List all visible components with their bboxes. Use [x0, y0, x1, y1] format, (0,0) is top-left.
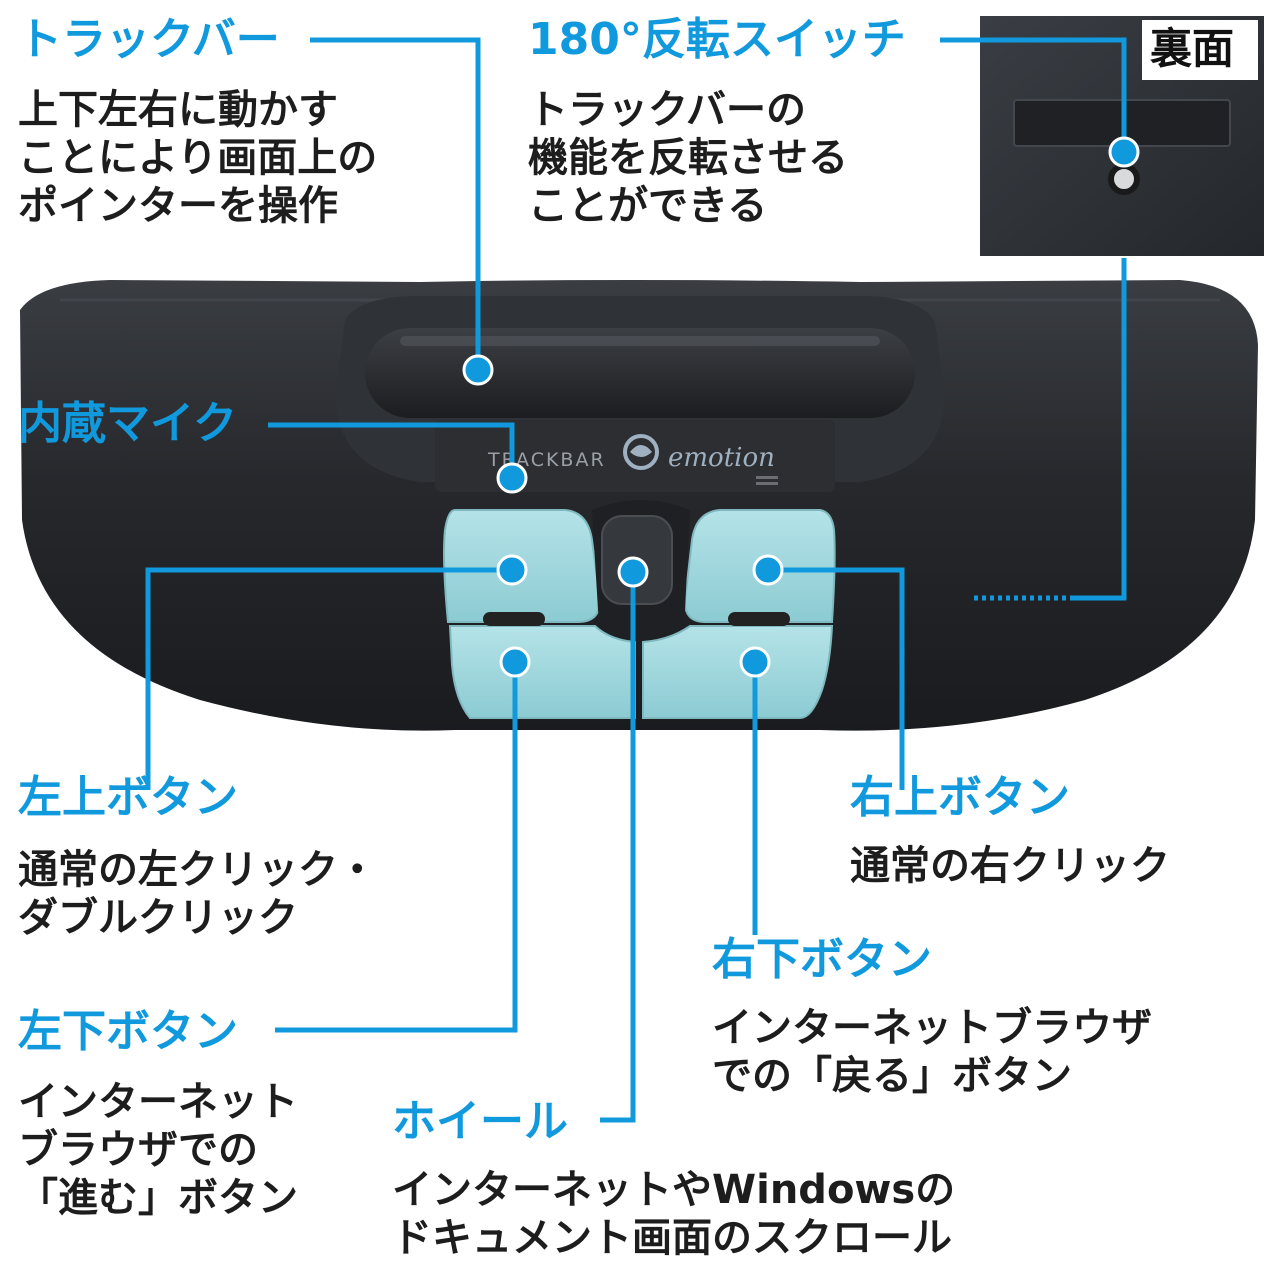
left-button-slot: [483, 612, 545, 626]
callout-right-upper-title: 右上ボタン: [850, 772, 1070, 823]
right-button-slot: [728, 612, 790, 626]
inset-label: 裏面: [1150, 24, 1235, 73]
leader-trackbar: [310, 37, 481, 370]
right-lower-button[interactable]: [642, 625, 834, 719]
leader-mic: [268, 422, 515, 478]
callout-trackbar-desc: 上下左右に動かす ことにより画面上の ポインターを操作: [18, 87, 378, 229]
callout-right-lower-title: 右下ボタン: [712, 934, 932, 985]
reverse-switch-knob[interactable]: [1108, 163, 1140, 195]
trackbar-bar[interactable]: [365, 328, 915, 418]
logo-swirl-icon: [623, 434, 659, 470]
callout-right-upper-desc: 通常の右クリック: [850, 843, 1170, 889]
leader-left-upper: [145, 567, 512, 790]
callout-left-lower-desc: インターネット ブラウザでの 「進む」ボタン: [18, 1079, 298, 1221]
callout-left-upper-desc: 通常の左クリック・ ダブルクリック: [18, 847, 378, 941]
leader-inset: [1074, 258, 1127, 601]
callout-wheel-title: ホイール: [392, 1096, 568, 1147]
callout-right-lower-desc: インターネットブラウザ での「戻る」ボタン: [712, 1005, 1152, 1099]
leader-switch: [940, 37, 1127, 152]
leader-left-lower: [275, 662, 518, 1033]
leader-lines: [145, 37, 1127, 1123]
callout-switch-title: 180°反転スイッチ: [528, 14, 906, 65]
trackbar-shine: [400, 336, 880, 346]
callout-left-lower-title: 左下ボタン: [18, 1006, 238, 1057]
leader-right-upper: [768, 567, 905, 790]
logo-panel: [435, 420, 835, 492]
inset-label-bg: [1142, 20, 1258, 80]
callout-switch-desc: トラックバーの 機能を反転させる ことができる: [528, 87, 848, 229]
callout-wheel-desc: インターネットやWindowsの ドキュメント画面のスクロール: [392, 1167, 956, 1261]
callout-mic-title: 内蔵マイク: [18, 398, 238, 449]
mic-grille-icon: [756, 476, 778, 485]
leader-wheel: [600, 572, 636, 1123]
leader-dots: [462, 136, 1140, 678]
logo-text-right: emotion: [668, 443, 775, 473]
callout-trackbar-title: トラックバー: [18, 14, 280, 65]
callout-left-upper-title: 左上ボタン: [18, 772, 238, 823]
left-lower-button[interactable]: [448, 625, 636, 719]
